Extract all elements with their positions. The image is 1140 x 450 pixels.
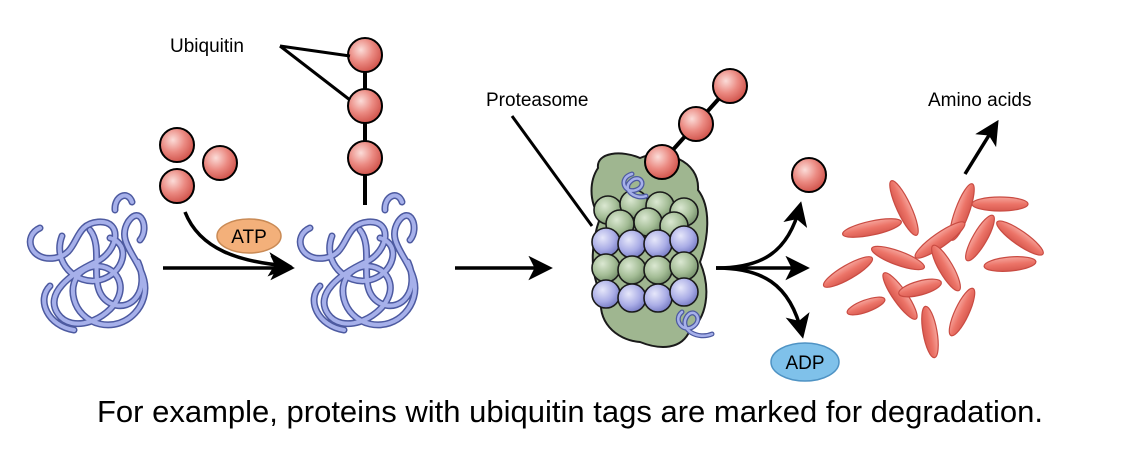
- adp-label: ADP: [785, 353, 824, 374]
- proteasome-label: Proteasome: [486, 90, 588, 111]
- proteasome-core: [591, 189, 699, 313]
- amino-acid: [921, 305, 939, 359]
- amino-acid: [931, 244, 961, 292]
- ubiquitin-sphere: [678, 106, 714, 142]
- amino-acid: [898, 278, 942, 298]
- ubiquitin-sphere: [347, 37, 383, 73]
- output-arrows: [715, 201, 810, 339]
- arrow-to-amino-acids-label: [963, 119, 999, 175]
- amino-acid: [948, 287, 976, 337]
- protein-tagged: [296, 37, 419, 334]
- amino-acid: [996, 220, 1044, 256]
- ubiquitin-pointer-lines: [279, 44, 351, 102]
- released-ubiquitin-sphere: [791, 157, 827, 193]
- proteasome: [590, 68, 748, 348]
- amino-acid: [983, 256, 1037, 272]
- adp-badge: ADP: [770, 342, 840, 382]
- ubiquitin-sphere: [712, 68, 748, 104]
- amino-acid: [842, 218, 902, 238]
- ubiquitin-sphere: [202, 145, 238, 181]
- ubiquitin-sphere: [644, 144, 680, 180]
- free-ubiquitin-group: [159, 127, 238, 204]
- amino-acid: [846, 296, 886, 316]
- proteasome-pointer-line: [510, 115, 594, 227]
- amino-acid: [889, 180, 919, 236]
- amino-acid: [971, 196, 1029, 212]
- amino-acid: [965, 214, 995, 262]
- amino-acids-label: Amino acids: [928, 90, 1032, 111]
- amino-acids-group: [822, 180, 1044, 359]
- ubiquitin-sphere: [159, 168, 195, 204]
- protein-unfolded-1: [26, 192, 149, 334]
- ubiquitin-sphere: [159, 127, 195, 163]
- atp-label: ATP: [231, 227, 267, 248]
- ubiquitin-sphere: [347, 140, 383, 176]
- atp-badge: ATP: [216, 218, 282, 254]
- figure-caption: For example, proteins with ubiquitin tag…: [97, 394, 1043, 429]
- ubiquitin-label: Ubiquitin: [170, 36, 244, 57]
- amino-acid: [822, 256, 874, 288]
- amino-acid: [870, 245, 926, 271]
- ubiquitin-sphere: [347, 88, 383, 124]
- amino-acid: [914, 221, 966, 259]
- ubiquitin-proteasome-diagram: ATP Ubiquitin: [26, 36, 1044, 382]
